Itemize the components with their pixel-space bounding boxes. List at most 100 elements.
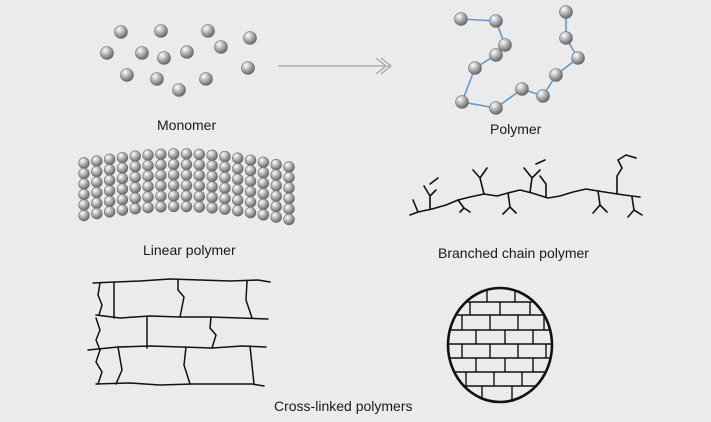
linear-bead: [232, 184, 244, 196]
linear-bead: [206, 160, 218, 172]
linear-bead: [193, 201, 206, 213]
linear-bead: [283, 171, 295, 184]
linear-bead: [270, 190, 282, 202]
monomer-label: Monomer: [157, 117, 217, 133]
linear-bead: [167, 179, 180, 192]
linear-bead: [180, 158, 193, 171]
linear-bead: [116, 183, 129, 195]
linear-bead: [206, 149, 218, 162]
linear-polymer-strands: [78, 148, 295, 226]
linear-bead: [193, 148, 206, 161]
linear-bead: [270, 211, 282, 223]
polymer-bead: [454, 12, 468, 26]
linear-polymer-label: Linear polymer: [143, 242, 236, 258]
linear-bead: [180, 190, 193, 202]
polymer-bead: [571, 51, 585, 65]
polymer-bead: [515, 82, 529, 96]
linear-bead: [244, 154, 257, 166]
polymer-chain: [454, 5, 585, 115]
linear-bead: [91, 176, 103, 188]
linear-bead: [91, 197, 103, 209]
linear-bead: [180, 148, 193, 160]
monomer-bead: [241, 61, 255, 75]
polymer-bead: [468, 61, 482, 75]
cross-linked-network: [87, 278, 271, 387]
linear-bead: [129, 203, 141, 215]
linear-bead: [206, 181, 218, 193]
monomer-bead: [150, 72, 164, 86]
linear-bead: [232, 194, 244, 206]
linear-bead: [142, 180, 154, 193]
linear-bead: [193, 190, 206, 203]
monomer-bead: [199, 72, 213, 86]
branched-backbone: [417, 188, 641, 213]
branch: [457, 199, 471, 213]
linear-bead: [244, 175, 257, 187]
monomer-bead: [154, 24, 168, 38]
linear-bead: [219, 171, 231, 184]
linear-bead: [78, 157, 90, 169]
linear-bead: [244, 206, 257, 219]
branch: [472, 167, 488, 195]
monomer-bead: [180, 45, 194, 59]
linear-bead: [244, 196, 257, 208]
linear-bead: [103, 164, 116, 176]
monomer-bead: [100, 46, 114, 60]
linear-bead: [219, 182, 231, 194]
linear-bead: [142, 170, 154, 182]
monomer-bead: [114, 25, 128, 39]
linear-bead: [257, 188, 270, 200]
linear-bead: [180, 200, 193, 213]
linear-bead: [283, 161, 295, 173]
linear-bead: [129, 150, 141, 162]
polymer-bead: [498, 38, 512, 52]
linear-bead: [103, 195, 116, 207]
linear-bead: [193, 169, 206, 182]
linear-bead: [257, 177, 270, 189]
linear-bead: [257, 156, 270, 168]
linear-bead: [155, 159, 167, 171]
polymer-bead: [489, 48, 503, 62]
linear-bead: [155, 169, 167, 182]
linear-bead: [270, 179, 282, 192]
linear-bead: [167, 158, 180, 171]
monomer-bead: [243, 31, 257, 45]
linear-bead: [167, 200, 180, 213]
linear-bead: [232, 205, 244, 217]
linear-bead: [283, 192, 295, 205]
linear-bead: [180, 179, 193, 192]
linear-bead: [219, 161, 231, 173]
linear-bead: [206, 170, 218, 183]
linear-bead: [206, 202, 218, 214]
linear-bead: [91, 207, 103, 220]
monomer-bead: [157, 51, 171, 65]
linear-bead: [257, 198, 270, 210]
linear-bead: [257, 167, 270, 179]
linear-bead: [103, 185, 116, 197]
linear-bead: [116, 151, 129, 164]
linear-bead: [270, 169, 282, 181]
linear-bead: [116, 204, 129, 216]
branch: [627, 196, 643, 218]
linear-bead: [270, 158, 282, 171]
cross-linked-label: Cross-linked polymers: [274, 398, 413, 414]
linear-bead: [129, 171, 141, 183]
linear-bead: [219, 192, 231, 205]
linear-bead: [270, 200, 282, 213]
linear-bead: [78, 188, 90, 201]
linear-bead: [167, 190, 180, 202]
linear-bead: [142, 201, 154, 214]
linear-bead: [155, 201, 167, 213]
linear-bead: [232, 173, 244, 185]
branch: [523, 159, 546, 193]
polymer-bead: [549, 68, 563, 82]
monomer-bead: [214, 40, 228, 54]
linear-bead: [193, 180, 206, 192]
polymer-bead: [559, 31, 573, 45]
linear-bead: [193, 159, 206, 171]
reaction-arrow: [278, 57, 393, 75]
polymer-bead: [536, 89, 550, 103]
linear-bead: [257, 209, 270, 221]
linear-bead: [206, 191, 218, 204]
linear-bead: [244, 164, 257, 177]
